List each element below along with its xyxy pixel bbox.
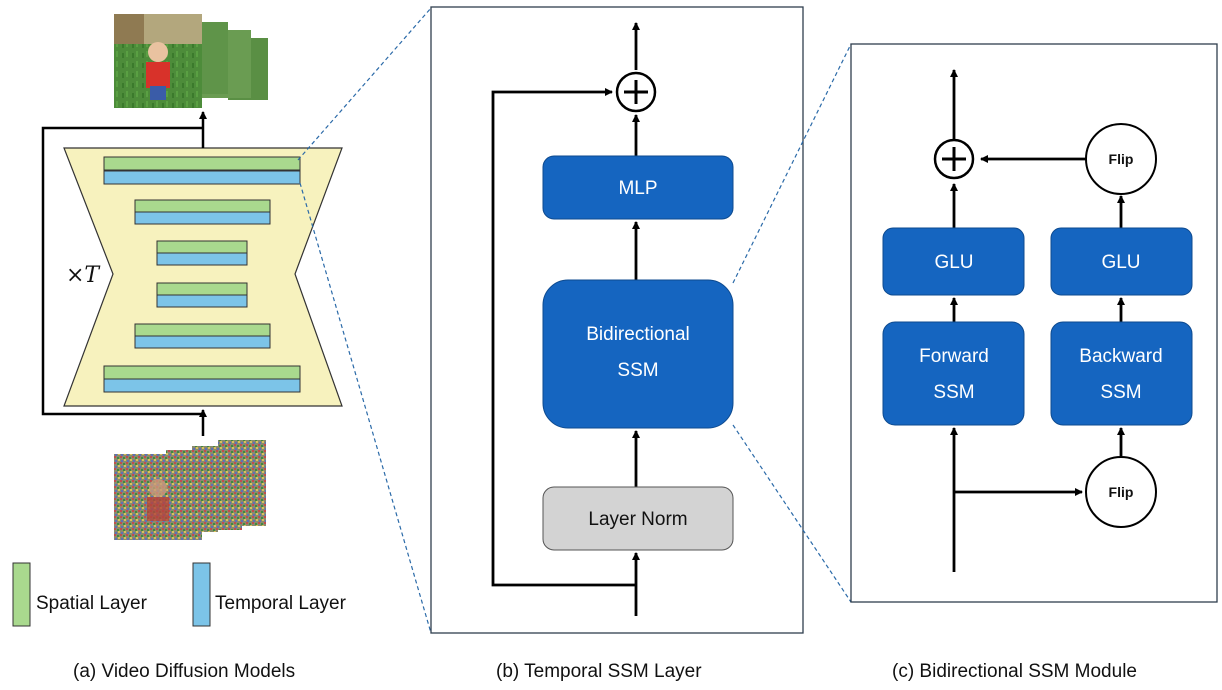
backward-ssm-block: Backward SSM — [1050, 321, 1193, 426]
panel-c-arrows — [950, 69, 1125, 572]
glu-left-block: GLU — [882, 227, 1025, 296]
zoom-lines-b-to-c — [732, 43, 852, 603]
zoom-lines-a-to-b — [297, 7, 432, 634]
glu-right-label: GLU — [1101, 252, 1140, 273]
glu-left-label: GLU — [934, 252, 973, 273]
caption-a: (a) Video Diffusion Models — [73, 661, 295, 682]
input-noisy-frames — [114, 440, 266, 540]
glu-right-block: GLU — [1050, 227, 1193, 296]
output-video-frames — [114, 14, 268, 108]
panel-c-frame — [850, 43, 1218, 603]
mlp-label: MLP — [618, 178, 657, 199]
forward-ssm-block: Forward SSM — [882, 321, 1025, 426]
repeat-label: ×T — [66, 263, 101, 288]
panel-b-frame — [430, 6, 804, 634]
temporal-layer-bar — [134, 211, 271, 225]
temporal-layer-bar — [103, 378, 301, 393]
temporal-layer-bar — [103, 170, 301, 185]
forward-ssm-label-line1: Forward — [919, 346, 989, 367]
flip-top-label: Flip — [1109, 151, 1134, 167]
temporal-layer-bar — [156, 294, 248, 308]
spatial-layer-bar — [103, 365, 301, 380]
spatial-layer-bar — [103, 156, 301, 171]
layer-norm-label: Layer Norm — [588, 509, 687, 530]
legend-temporal-swatch — [192, 562, 211, 627]
temporal-layer-bar — [134, 335, 271, 349]
plus-node-b — [615, 71, 657, 113]
bidirectional-ssm-block: Bidirectional SSM — [542, 279, 734, 429]
spatial-layer-bar — [134, 199, 271, 213]
flip-node-top: Flip — [1085, 123, 1157, 195]
caption-b: (b) Temporal SSM Layer — [496, 661, 702, 682]
bidirectional-ssm-label-line1: Bidirectional — [586, 324, 690, 345]
unet-hourglass — [63, 147, 343, 407]
spatial-layer-bar — [134, 323, 271, 337]
spatial-layer-bar — [156, 282, 248, 296]
flip-bottom-label: Flip — [1109, 484, 1134, 500]
forward-ssm-label-line2: SSM — [933, 382, 974, 403]
backward-ssm-label-line1: Backward — [1079, 346, 1162, 367]
legend-spatial-label: Spatial Layer — [36, 593, 148, 614]
panel-b-arrows — [491, 22, 640, 616]
legend: Spatial Layer Temporal Layer — [12, 562, 347, 627]
legend-temporal-label: Temporal Layer — [215, 593, 347, 614]
caption-c: (c) Bidirectional SSM Module — [892, 661, 1137, 682]
flip-node-bottom: Flip — [1085, 456, 1157, 528]
mlp-block: MLP — [542, 155, 734, 220]
spatial-layer-bar — [156, 240, 248, 254]
legend-spatial-swatch — [12, 562, 31, 627]
plus-node-c — [933, 138, 975, 180]
loop-arrows — [41, 111, 207, 436]
unet-layer-stack — [103, 156, 301, 393]
temporal-layer-bar — [156, 252, 248, 266]
backward-ssm-label-line2: SSM — [1100, 382, 1141, 403]
bidirectional-ssm-label-line2: SSM — [617, 360, 658, 381]
layer-norm-block: Layer Norm — [542, 486, 734, 551]
